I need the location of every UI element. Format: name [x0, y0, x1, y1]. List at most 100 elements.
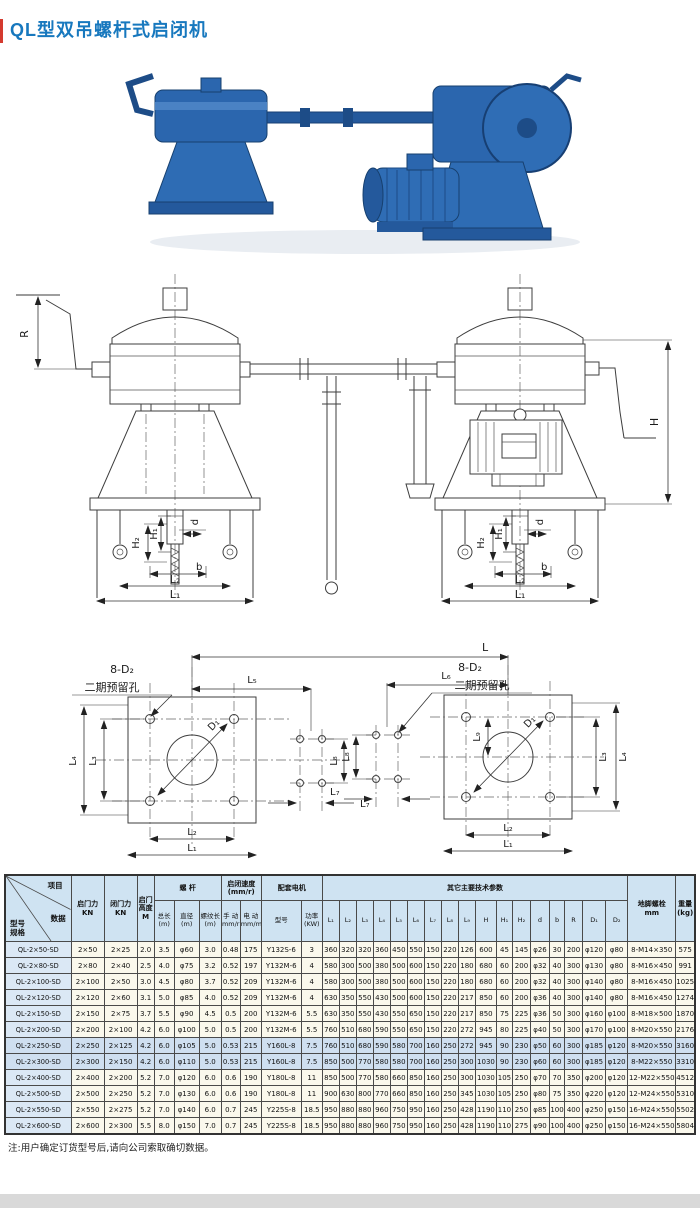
- data-cell: 8-M18×500: [627, 1005, 677, 1022]
- subheader-cell: 螺纹长 (m): [198, 900, 222, 942]
- data-cell: 770: [355, 1053, 374, 1070]
- data-cell: 60: [548, 1037, 566, 1054]
- hole-note-label: 二期预留孔: [85, 681, 140, 694]
- data-cell: φ36: [529, 989, 551, 1006]
- data-cell: 220: [440, 1005, 459, 1022]
- data-cell: 11: [300, 1085, 323, 1102]
- data-cell: 200: [511, 957, 531, 974]
- page-title: QL型双吊螺杆式启闭机: [10, 20, 208, 40]
- data-cell: 2176: [675, 1021, 696, 1038]
- data-cell: 2×500: [70, 1085, 105, 1102]
- data-cell: 12-M22×550: [627, 1069, 677, 1086]
- data-cell: 4: [300, 973, 323, 990]
- plan-right-hole-cluster: L₈ L₇: [330, 725, 430, 807]
- plan-drawing: L 8-D₂ 二期预留孔 8-D₂ 二期预留孔: [0, 611, 700, 868]
- data-cell: φ80: [173, 973, 200, 990]
- dim-label-h: H: [648, 418, 661, 426]
- data-cell: φ32: [529, 973, 551, 990]
- elevation-left-unit: R: [16, 274, 437, 605]
- corner-header-cell: 项目 数据 型号 规格: [4, 874, 72, 942]
- data-cell: 3160: [675, 1037, 696, 1054]
- data-cell: 2×600: [70, 1117, 105, 1135]
- subheader-cell: L₂: [338, 900, 357, 942]
- dim-label-l1: L₁: [515, 588, 526, 601]
- data-cell: 2×200: [70, 1021, 105, 1038]
- data-cell: 760: [321, 1037, 340, 1054]
- data-cell: 0.7: [220, 1101, 241, 1118]
- data-cell: 600: [406, 957, 425, 974]
- data-cell: φ140: [582, 973, 607, 990]
- data-cell: 0.6: [220, 1069, 241, 1086]
- data-cell: 4.0: [153, 957, 175, 974]
- elevation-right-unit: H H₂: [434, 274, 672, 605]
- subheader-cell: L₈: [440, 900, 459, 942]
- data-cell: 500: [389, 957, 408, 974]
- data-cell: 600: [406, 989, 425, 1006]
- elevation-drawing: R: [0, 262, 700, 611]
- model-cell: QL-2×150-SD: [4, 1005, 72, 1022]
- data-cell: 4.2: [136, 1037, 155, 1054]
- data-cell: 5.2: [136, 1069, 155, 1086]
- data-cell: 5.5: [300, 1021, 323, 1038]
- data-cell: 1030: [474, 1069, 497, 1086]
- data-cell: 215: [239, 1037, 262, 1054]
- data-cell: 400: [564, 1117, 584, 1135]
- data-cell: 60: [548, 1053, 566, 1070]
- data-cell: 500: [389, 973, 408, 990]
- data-cell: φ220: [582, 1085, 607, 1102]
- data-cell: 300: [457, 1053, 476, 1070]
- gate-stems: [322, 376, 435, 595]
- hole-count-label: 8-D₂: [110, 663, 134, 676]
- data-cell: 150: [423, 957, 442, 974]
- data-cell: 4.5: [198, 1005, 222, 1022]
- dim-label-l2: L₂: [170, 573, 181, 586]
- dim-label-d: d: [190, 519, 201, 525]
- data-cell: φ90: [173, 1005, 200, 1022]
- data-cell: 7.5: [300, 1037, 323, 1054]
- housing-highlight: [155, 102, 267, 110]
- subheader-cell: L₆: [406, 900, 425, 942]
- data-cell: 105: [495, 1085, 513, 1102]
- data-cell: 200: [511, 989, 531, 1006]
- data-cell: 200: [564, 941, 584, 958]
- data-cell: 850: [406, 1085, 425, 1102]
- model-cell: QL-2×100-SD: [4, 973, 72, 990]
- data-cell: 2×150: [70, 1005, 105, 1022]
- data-cell: Y132M-6: [260, 989, 302, 1006]
- data-cell: 0.5: [220, 1005, 241, 1022]
- subheader-cell: 电 动 mm/min: [239, 900, 262, 942]
- data-cell: 500: [338, 1053, 357, 1070]
- data-cell: 320: [355, 941, 374, 958]
- data-cell: 2×120: [70, 989, 105, 1006]
- right-hoist-unit: [362, 73, 582, 241]
- dim-label-r: R: [18, 330, 31, 338]
- data-cell: 345: [457, 1085, 476, 1102]
- plan-left-hole-cluster: L₈ L₇: [268, 729, 370, 811]
- data-cell: 160: [423, 1117, 442, 1135]
- corner-label-data: 数据: [50, 914, 66, 923]
- data-cell: 2×300: [70, 1053, 105, 1070]
- data-cell: φ130: [582, 957, 607, 974]
- data-cell: 4: [300, 989, 323, 1006]
- data-cell: 250: [440, 1117, 459, 1135]
- data-cell: Y160L-8: [260, 1053, 302, 1070]
- data-cell: φ120: [582, 941, 607, 958]
- data-cell: 900: [321, 1085, 340, 1102]
- data-cell: 4512: [675, 1069, 696, 1086]
- data-cell: 650: [406, 1021, 425, 1038]
- dim-label-b: b: [541, 562, 547, 573]
- data-cell: φ80: [605, 957, 629, 974]
- data-cell: 160: [423, 1069, 442, 1086]
- dim-label-l8: L₈: [341, 752, 352, 762]
- data-cell: φ120: [173, 1069, 200, 1086]
- data-cell: 40: [548, 989, 566, 1006]
- data-cell: φ170: [582, 1021, 607, 1038]
- data-cell: 300: [564, 957, 584, 974]
- data-cell: 8-M20×550: [627, 1021, 677, 1038]
- data-cell: 230: [511, 1053, 531, 1070]
- data-cell: 80: [495, 1021, 513, 1038]
